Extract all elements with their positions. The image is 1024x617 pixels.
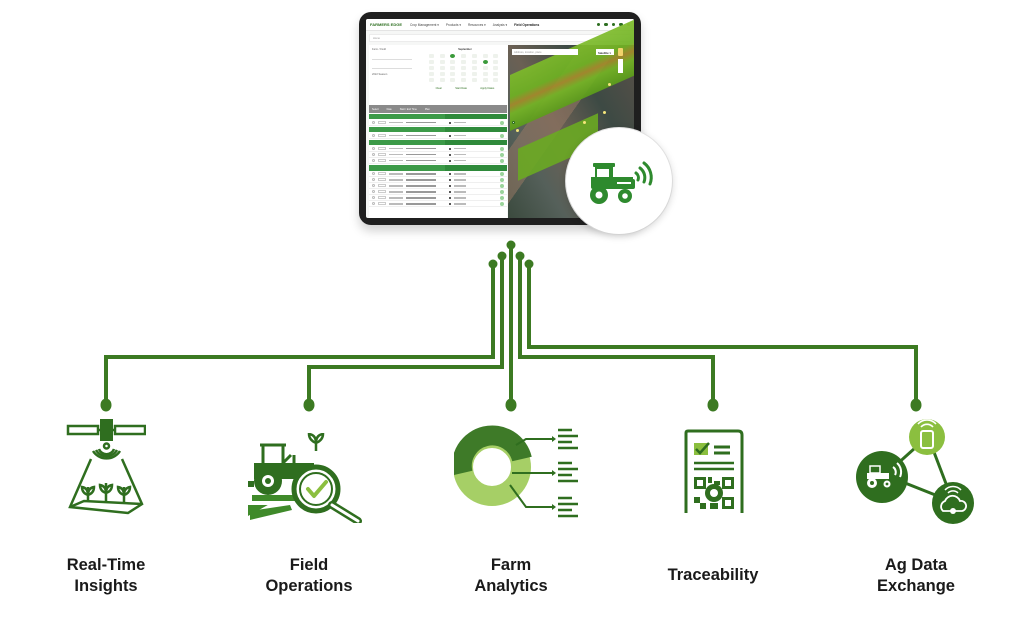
nav-field-operations[interactable]: Field Operations bbox=[514, 22, 540, 27]
calendar-grid[interactable] bbox=[429, 54, 501, 82]
basemap-select[interactable]: Satellite ▾ bbox=[596, 49, 614, 55]
season-select[interactable]: 2022 Season bbox=[372, 73, 388, 76]
col-date: Date bbox=[386, 107, 392, 111]
start-date-button[interactable]: Start Date bbox=[455, 87, 467, 90]
filter-field-1[interactable] bbox=[372, 55, 412, 60]
help-icon[interactable] bbox=[596, 22, 600, 27]
table-group-row[interactable] bbox=[369, 126, 507, 133]
feature-label: Ag Data Exchange bbox=[831, 555, 1001, 597]
app-logo: FARMERS EDGE bbox=[370, 22, 403, 27]
table-row[interactable] bbox=[369, 177, 507, 184]
feature-label-line1: Ag Data bbox=[884, 556, 948, 574]
col-select: Select bbox=[372, 107, 379, 111]
zoom-controls[interactable] bbox=[618, 59, 623, 73]
tractor-signal-icon bbox=[590, 161, 653, 204]
tractor-badge bbox=[566, 128, 672, 234]
feature-label-line1: Farm bbox=[490, 556, 532, 574]
table-group-row[interactable] bbox=[369, 165, 507, 171]
tractor-inspect-icon bbox=[248, 433, 362, 523]
apply-dates-button[interactable]: Apply Dates bbox=[480, 87, 495, 90]
calendar-icon[interactable] bbox=[604, 22, 608, 27]
notification-icon[interactable] bbox=[611, 22, 615, 27]
filter-field-2[interactable] bbox=[372, 64, 412, 69]
feature-label-line1: Real-Time bbox=[66, 556, 146, 574]
feature-label-line1: Traceability bbox=[667, 566, 759, 584]
table-header: Select Date Start / End Time Plan bbox=[369, 105, 507, 113]
feature-label: Real-Time Insights bbox=[21, 555, 191, 597]
calendar-month: September bbox=[458, 48, 472, 51]
feature-label: Field Operations bbox=[224, 555, 394, 597]
table-row[interactable] bbox=[369, 146, 507, 153]
calendar-actions: Clear Start Date Apply Dates bbox=[429, 87, 501, 90]
map-marker[interactable] bbox=[516, 129, 519, 132]
feature-label-line2: Insights bbox=[74, 577, 138, 595]
table-row[interactable] bbox=[369, 189, 507, 196]
table-row[interactable] bbox=[369, 183, 507, 190]
donut-chart-icon bbox=[454, 425, 578, 518]
street-view-icon[interactable] bbox=[618, 48, 623, 56]
feature-label: Traceability bbox=[628, 565, 798, 586]
nav-crop-management[interactable]: Crop Management ▾ bbox=[410, 22, 439, 27]
farm-field-select[interactable]: Farm / Field bbox=[372, 48, 386, 51]
col-plan: Plan bbox=[424, 107, 430, 111]
col-time: Start / End Time bbox=[399, 107, 417, 111]
feature-label-line2: Exchange bbox=[877, 577, 955, 595]
table-row[interactable] bbox=[369, 133, 507, 140]
map-marker[interactable] bbox=[583, 121, 586, 124]
table-row[interactable] bbox=[369, 120, 507, 127]
nav-analysis[interactable]: Analysis ▾ bbox=[492, 22, 508, 27]
operations-table: Select Date Start / End Time Plan bbox=[369, 105, 507, 218]
table-row[interactable] bbox=[369, 195, 507, 202]
map-marker[interactable] bbox=[608, 83, 611, 86]
table-group-row[interactable] bbox=[369, 139, 507, 146]
feature-label: Farm Analytics bbox=[426, 555, 596, 597]
feature-label-line1: Field bbox=[289, 556, 329, 574]
map-marker[interactable] bbox=[512, 121, 515, 124]
table-row[interactable] bbox=[369, 152, 507, 159]
satellite-crop-icon bbox=[66, 419, 146, 515]
document-qr-icon bbox=[684, 429, 744, 513]
nav-resources[interactable]: Resources ▾ bbox=[467, 22, 486, 27]
date-calendar: September Clear Start Date Apply Dates bbox=[429, 48, 501, 102]
clear-button[interactable]: Clear bbox=[435, 87, 442, 90]
table-row[interactable] bbox=[369, 201, 507, 208]
table-row[interactable] bbox=[369, 158, 507, 165]
network-exchange-icon bbox=[856, 419, 974, 524]
table-group-row[interactable] bbox=[369, 113, 507, 120]
map-search-input[interactable]: Address, location, place bbox=[512, 49, 578, 55]
feature-label-line2: Operations bbox=[265, 577, 353, 595]
map-marker[interactable] bbox=[603, 111, 606, 114]
feature-label-line2: Analytics bbox=[474, 577, 548, 595]
nav-products[interactable]: Products ▾ bbox=[445, 22, 461, 27]
table-row[interactable] bbox=[369, 171, 507, 178]
